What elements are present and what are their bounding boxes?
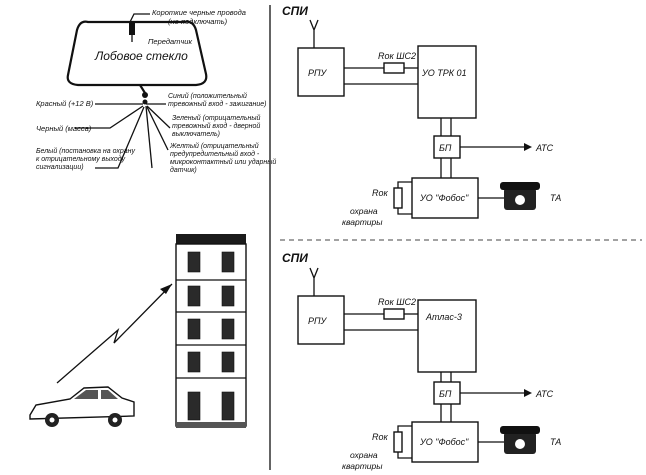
white-wire-label-1: Белый (постановка на охрану: [36, 147, 135, 155]
yellow-wire-label-3: микроконтактный или ударный: [170, 158, 276, 166]
radio-link-zigzag: [56, 283, 173, 384]
yellow-wire: [146, 106, 169, 151]
spi-label: СПИ: [282, 251, 308, 265]
building-door: [187, 391, 201, 421]
yellow-wire-label-2: предупредительный вход -: [170, 150, 260, 158]
windshield-outline: [66, 20, 208, 87]
blue-wire-label-2: тревожный вход - зажигание): [168, 100, 267, 108]
fobos-label: УО "Фобос": [419, 437, 469, 447]
uo-label: Атлас-3: [425, 312, 462, 322]
yellow-wire-label-1: Желтый (отрицательный: [169, 142, 259, 150]
telephone-icon: [500, 182, 540, 210]
guard-label-2: квартиры: [342, 461, 383, 471]
rok-shs2-resistor: [383, 308, 405, 320]
short-wires-label: Короткие черные провода: [152, 8, 246, 17]
ats-label: АТС: [535, 143, 554, 153]
building-illustration: [175, 234, 247, 428]
scheme-bottom: СПИ РПУ Rок ШС2 Атлас-3 БП АТС УО "Фобос…: [282, 251, 561, 471]
bundle-node-2: [142, 99, 148, 105]
car-illustration: [29, 386, 135, 427]
bp-label: БП: [439, 389, 452, 399]
bundle-node: [142, 92, 148, 98]
white-wire: [95, 106, 145, 169]
spi-label: СПИ: [282, 4, 308, 18]
rok-resistor: [393, 431, 403, 453]
windshield-wiring: Лобовое стекло Короткие черные провода (…: [36, 8, 276, 174]
white-wire-label-3: сигнализации): [36, 164, 84, 171]
rok-label: Rок: [372, 188, 389, 198]
bundle-stem: [139, 84, 146, 94]
red-wire-label: Красный (+12 В): [36, 99, 94, 108]
uo-label: УО ТРК 01: [421, 68, 467, 78]
short-wire-line: [129, 13, 150, 23]
uo-block: [417, 299, 477, 373]
guard-label-1: охрана: [350, 206, 378, 216]
radio-link-arrowhead: [160, 284, 172, 294]
ta-label: ТА: [550, 437, 561, 447]
rok-shs2-label: Rок ШС2: [378, 297, 416, 307]
transmitter-label: Передатчик: [148, 37, 192, 46]
windshield-label: Лобовое стекло: [94, 49, 188, 63]
car-window-front: [74, 390, 98, 399]
rpu-label: РПУ: [308, 316, 328, 326]
fobos-label: УО "Фобос": [419, 193, 469, 203]
radio-link: [56, 283, 173, 384]
rok-label: Rок: [372, 432, 389, 442]
rpu-block: [297, 47, 345, 97]
rok-shs2-resistor: [383, 62, 405, 74]
green-wire-label-1: Зеленый (отрицательный: [172, 114, 260, 122]
blue-wire-label-1: Синий (положительный: [168, 92, 247, 100]
bp-label: БП: [439, 143, 452, 153]
guard-label-2: квартиры: [342, 217, 383, 227]
scheme-top: СПИ РПУ Rок ШС2 УО ТРК 01 БП АТС УО "Фоб…: [282, 4, 561, 227]
building-roof: [176, 234, 246, 244]
ats-label: АТС: [535, 389, 554, 399]
green-wire-label-2: тревожный вход - дверной: [172, 122, 260, 130]
antenna-icon: [309, 19, 319, 48]
ta-label: ТА: [550, 193, 561, 203]
fobos-block: [411, 177, 479, 219]
not-connect-label: (не подключать): [168, 17, 228, 26]
white-wire-label-2: к отрицательному выходу: [36, 155, 126, 163]
green-wire: [146, 105, 171, 129]
rok-resistor: [393, 187, 403, 209]
rpu-block: [297, 295, 345, 345]
antenna-icon: [309, 267, 319, 296]
black-wire: [75, 105, 144, 129]
car-window-rear: [101, 390, 118, 399]
black-wire-label: Черный (масса): [36, 124, 92, 133]
building-body: [175, 243, 247, 427]
green-wire-label-3: выключатель): [172, 131, 220, 138]
uo-block: [417, 45, 477, 119]
guard-label-1: охрана: [350, 450, 378, 460]
wire-down-1: [145, 105, 153, 169]
rpu-label: РПУ: [308, 68, 328, 78]
rok-shs2-label: Rок ШС2: [378, 51, 416, 61]
transmitter-icon: [129, 23, 135, 35]
yellow-wire-label-4: датчик): [170, 166, 197, 174]
telephone-icon: [500, 426, 540, 454]
